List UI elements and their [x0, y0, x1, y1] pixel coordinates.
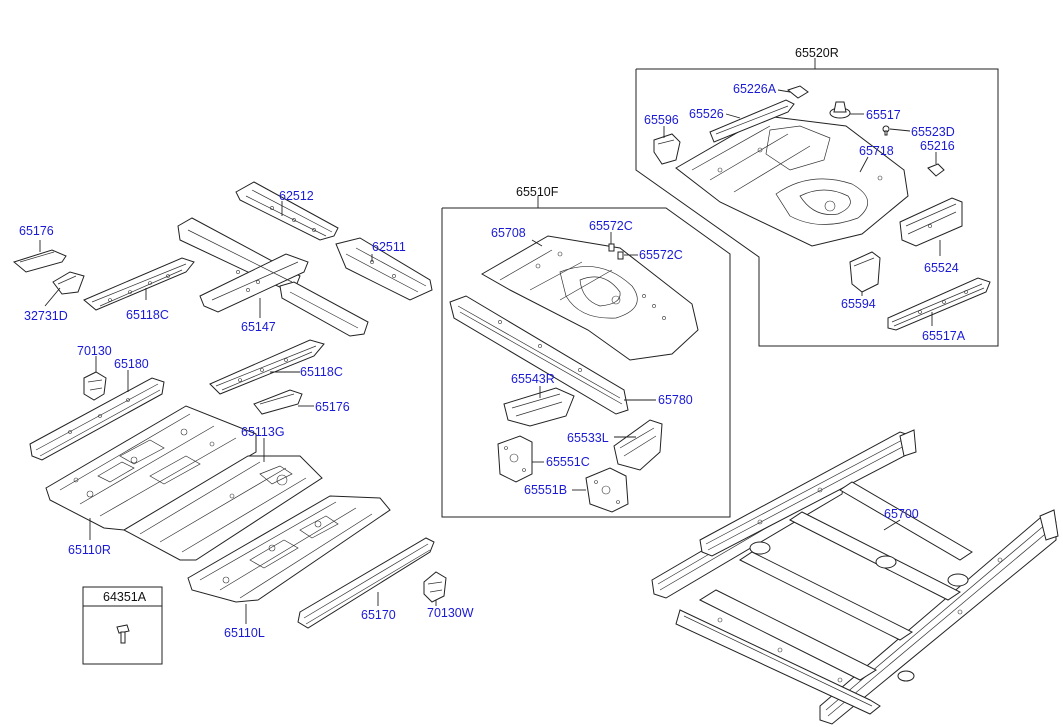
part-65572C-b[interactable] — [617, 251, 624, 260]
part-70130W[interactable] — [423, 571, 447, 603]
part-65572C-a[interactable] — [608, 243, 615, 252]
label-65700[interactable]: 65700 — [884, 507, 919, 521]
part-65700[interactable] — [651, 429, 1059, 725]
part-65533L[interactable] — [613, 419, 663, 471]
label-65596[interactable]: 65596 — [644, 113, 679, 127]
label-65718[interactable]: 65718 — [859, 144, 894, 158]
label-65780[interactable]: 65780 — [658, 393, 693, 407]
label-65216[interactable]: 65216 — [920, 139, 955, 153]
label-65520R[interactable]: 65520R — [795, 46, 839, 60]
label-65543R[interactable]: 65543R — [511, 372, 555, 386]
part-64351A-box[interactable] — [82, 586, 163, 665]
part-65226A[interactable] — [786, 85, 809, 99]
label-70130W[interactable]: 70130W — [427, 606, 474, 620]
part-65180[interactable] — [29, 377, 165, 461]
label-62512[interactable]: 62512 — [279, 189, 314, 203]
label-65176-mid[interactable]: 65176 — [315, 400, 350, 414]
part-65551C[interactable] — [497, 435, 533, 483]
part-65118C-left[interactable] — [83, 257, 195, 311]
bolt-icon — [116, 624, 130, 644]
label-32731D[interactable]: 32731D — [24, 309, 68, 323]
label-65572C-a[interactable]: 65572C — [589, 219, 633, 233]
part-65517[interactable] — [829, 101, 851, 119]
part-65517A[interactable] — [887, 277, 991, 331]
part-65708[interactable] — [480, 235, 699, 361]
label-65708[interactable]: 65708 — [491, 226, 526, 240]
leader-65526 — [725, 113, 741, 119]
part-65780[interactable] — [449, 295, 629, 415]
group-65510F-frame — [441, 207, 731, 518]
label-65517[interactable]: 65517 — [866, 108, 901, 122]
part-65176-top[interactable] — [12, 249, 67, 273]
label-65180[interactable]: 65180 — [114, 357, 149, 371]
part-62512[interactable] — [235, 181, 339, 241]
part-65113G[interactable] — [122, 455, 323, 561]
label-65594[interactable]: 65594 — [841, 297, 876, 311]
part-65718[interactable] — [675, 115, 909, 247]
label-65110R[interactable]: 65110R — [68, 543, 111, 557]
part-65110L[interactable] — [187, 495, 391, 603]
label-65523D[interactable]: 65523D — [911, 125, 955, 139]
part-65551B[interactable] — [585, 467, 629, 513]
part-65118C-right[interactable] — [209, 339, 325, 395]
part-70130[interactable] — [83, 371, 107, 401]
part-65596[interactable] — [653, 133, 681, 165]
part-65523D[interactable] — [882, 125, 890, 136]
group-65520R-frame — [635, 68, 999, 347]
part-65176-mid[interactable] — [253, 389, 303, 415]
label-65517A[interactable]: 65517A — [922, 329, 966, 343]
label-65533L[interactable]: 65533L — [567, 431, 609, 445]
leader-65523D — [889, 128, 911, 132]
label-65176-top[interactable]: 65176 — [19, 224, 54, 238]
part-65543R[interactable] — [503, 387, 575, 427]
label-65226A[interactable]: 65226A — [733, 82, 777, 96]
part-65170[interactable] — [297, 537, 435, 629]
part-65594[interactable] — [849, 251, 881, 293]
leader-65226A — [777, 89, 791, 93]
label-65113G[interactable]: 65113G — [241, 425, 285, 439]
part-65216[interactable] — [927, 163, 945, 177]
label-65510F[interactable]: 65510F — [516, 185, 559, 199]
label-65572C-b[interactable]: 65572C — [639, 248, 683, 262]
part-65524[interactable] — [899, 197, 963, 247]
label-65110L[interactable]: 65110L — [224, 626, 265, 640]
leader-65718 — [859, 156, 869, 173]
label-65118C-left[interactable]: 65118C — [126, 308, 169, 322]
label-65551B[interactable]: 65551B — [524, 483, 567, 497]
label-62511[interactable]: 62511 — [372, 240, 406, 254]
leader-65708 — [531, 239, 543, 247]
leader-65700 — [883, 519, 901, 531]
part-32731D[interactable] — [52, 271, 85, 295]
label-65526[interactable]: 65526 — [689, 107, 724, 121]
part-65147[interactable] — [177, 217, 369, 337]
part-62511[interactable] — [335, 237, 433, 301]
label-65524[interactable]: 65524 — [924, 261, 959, 275]
label-64351A[interactable]: 64351A — [103, 590, 147, 604]
leader-32731D — [44, 287, 61, 307]
label-65118C-right[interactable]: 65118C — [300, 365, 343, 379]
label-65147[interactable]: 65147 — [241, 320, 276, 334]
part-65526[interactable] — [709, 99, 795, 143]
label-65551C[interactable]: 65551C — [546, 455, 590, 469]
label-65170[interactable]: 65170 — [361, 608, 396, 622]
label-70130[interactable]: 70130 — [77, 344, 112, 358]
